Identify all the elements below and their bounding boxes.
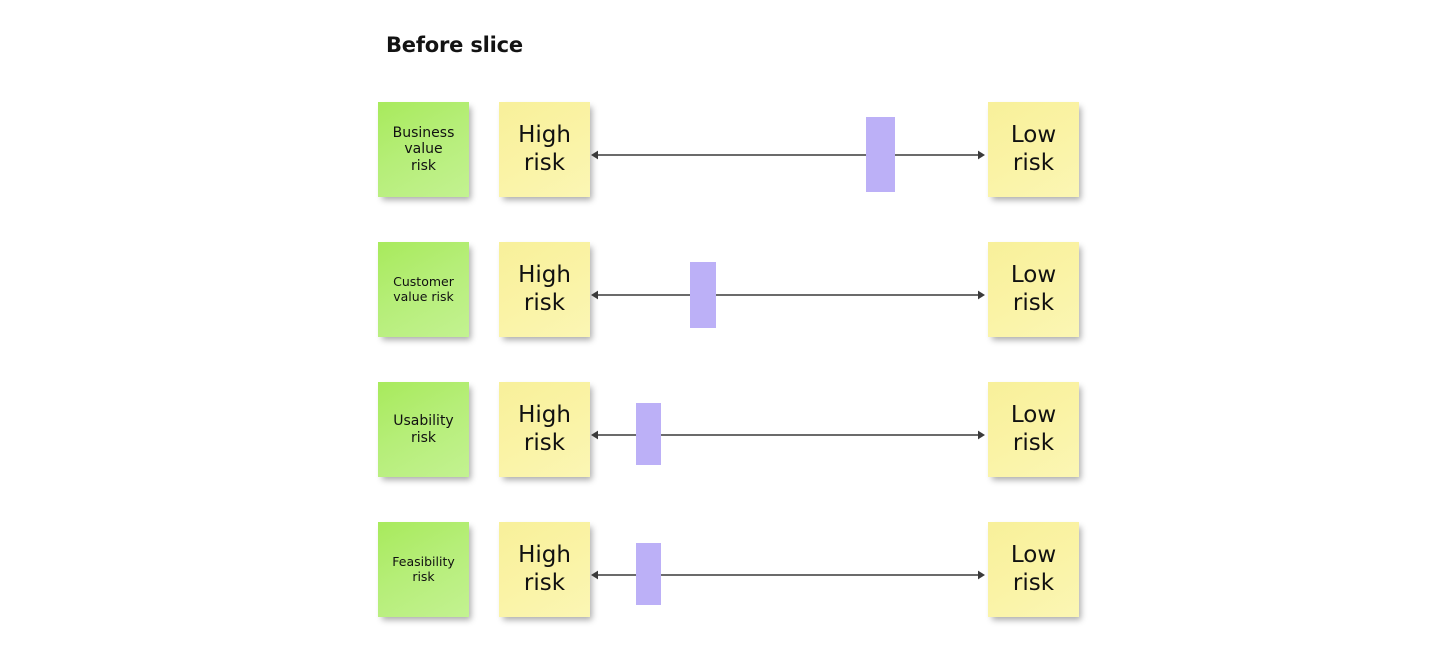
low-risk-label: Low risk xyxy=(1010,262,1057,316)
risk-category-note[interactable]: Customer value risk xyxy=(378,242,469,337)
low-risk-note[interactable]: Low risk xyxy=(988,102,1079,197)
high-risk-label: High risk xyxy=(518,122,571,176)
high-risk-note[interactable]: High risk xyxy=(499,242,590,337)
risk-level-marker[interactable] xyxy=(690,262,716,328)
risk-row: Feasibility risk High risk Low risk xyxy=(0,522,1456,632)
risk-category-label: Feasibility risk xyxy=(392,553,455,584)
risk-category-note[interactable]: Feasibility risk xyxy=(378,522,469,617)
risk-axis xyxy=(588,288,988,302)
risk-level-marker[interactable] xyxy=(866,117,895,192)
high-risk-note[interactable]: High risk xyxy=(499,102,590,197)
risk-category-label: Usability risk xyxy=(393,412,454,446)
risk-level-marker[interactable] xyxy=(636,543,661,605)
high-risk-note[interactable]: High risk xyxy=(499,382,590,477)
risk-row: Business value risk High risk Low risk xyxy=(0,102,1456,212)
low-risk-label: Low risk xyxy=(1010,542,1057,596)
risk-category-note[interactable]: Business value risk xyxy=(378,102,469,197)
high-risk-label: High risk xyxy=(518,542,571,596)
low-risk-note[interactable]: Low risk xyxy=(988,242,1079,337)
low-risk-note[interactable]: Low risk xyxy=(988,382,1079,477)
page-title: Before slice xyxy=(386,33,523,57)
risk-level-marker[interactable] xyxy=(636,403,661,465)
risk-axis xyxy=(588,148,988,162)
risk-category-label: Business value risk xyxy=(392,124,455,174)
low-risk-label: Low risk xyxy=(1010,122,1057,176)
low-risk-note[interactable]: Low risk xyxy=(988,522,1079,617)
risk-category-note[interactable]: Usability risk xyxy=(378,382,469,477)
risk-row: Customer value risk High risk Low risk xyxy=(0,242,1456,352)
risk-category-label: Customer value risk xyxy=(393,273,454,304)
high-risk-label: High risk xyxy=(518,262,571,316)
high-risk-label: High risk xyxy=(518,402,571,456)
high-risk-note[interactable]: High risk xyxy=(499,522,590,617)
low-risk-label: Low risk xyxy=(1010,402,1057,456)
risk-row: Usability risk High risk Low risk xyxy=(0,382,1456,492)
